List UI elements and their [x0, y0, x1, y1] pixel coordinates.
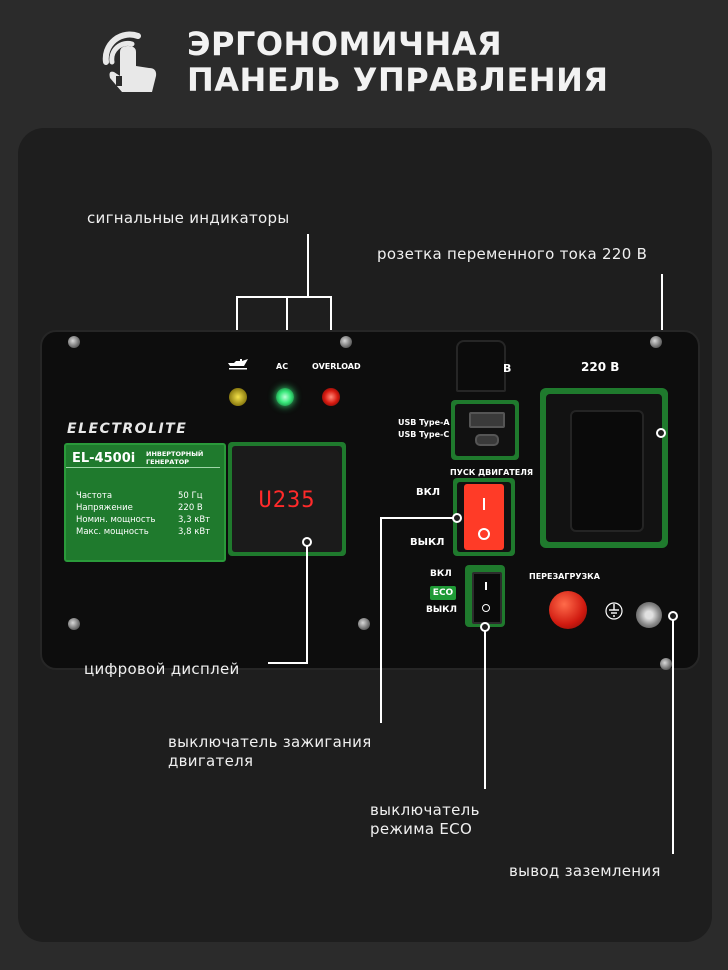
spec-value: 3,8 кВт — [178, 527, 211, 537]
ground-symbol-icon — [605, 602, 623, 620]
usb-a-label: USB Type-A — [398, 418, 450, 427]
spec-value: 220 В — [178, 503, 203, 513]
display-screen: U235 — [232, 446, 342, 552]
model-type-line1: ИНВЕРТОРНЫЙ — [146, 450, 204, 458]
socket-cover[interactable] — [570, 410, 644, 532]
callout-ground: вывод заземления — [509, 862, 661, 880]
callout-eco: выключатель режима ECO — [370, 801, 480, 839]
usb-c-label: USB Type-C — [398, 430, 450, 439]
switch-off-mark — [478, 528, 490, 540]
ac-led — [276, 388, 294, 406]
socket-inner — [546, 394, 662, 542]
usb-a-port[interactable] — [469, 412, 505, 428]
callout-ac-socket: розетка переменного тока 220 В — [377, 245, 648, 263]
callout-line — [236, 296, 332, 298]
overload-led-label: OVERLOAD — [312, 362, 361, 371]
callout-line — [268, 662, 308, 664]
callout-line — [330, 296, 332, 346]
ground-terminal[interactable] — [636, 602, 662, 628]
usb-inner — [455, 404, 515, 456]
eco-on-mark — [485, 582, 487, 590]
usb-cover — [456, 340, 506, 392]
spec-label: Частота — [76, 491, 113, 501]
callout-line — [380, 517, 454, 519]
spec-value: 3,3 кВт — [178, 515, 211, 525]
ignition-off-label: ВЫКЛ — [410, 537, 445, 548]
divider — [66, 467, 220, 468]
title-line2: ПАНЕЛЬ УПРАВЛЕНИЯ — [187, 61, 609, 99]
model-type-line2: ГЕНЕРАТОР — [146, 458, 189, 466]
eco-off-label: ВЫКЛ — [426, 605, 458, 615]
reset-label: ПЕРЕЗАГРУЗКА — [529, 572, 600, 581]
callout-dot — [656, 428, 666, 438]
spec-label: Напряжение — [76, 503, 133, 513]
spec-value: 50 Гц — [178, 491, 203, 501]
screw — [660, 658, 672, 670]
callout-ignition-line1: выключатель зажигания — [168, 733, 372, 751]
callout-display: цифровой дисплей — [84, 660, 240, 678]
callout-line — [307, 234, 309, 298]
display-value: U235 — [258, 488, 316, 513]
ac-socket[interactable] — [540, 388, 668, 548]
callout-ignition: выключатель зажигания двигателя — [168, 733, 372, 771]
callout-ignition-line2: двигателя — [168, 752, 254, 770]
ignition-switch[interactable] — [464, 484, 504, 550]
reset-button[interactable] — [549, 591, 587, 629]
callout-line — [306, 546, 308, 664]
screw — [358, 618, 370, 630]
title-line1: ЭРГОНОМИЧНАЯ — [187, 25, 503, 63]
usb-c-port[interactable] — [475, 434, 499, 446]
usb-partial-label: В — [503, 362, 512, 375]
callout-eco-line2: режима ECO — [370, 820, 473, 838]
callout-line — [236, 296, 238, 346]
callout-line — [484, 631, 486, 789]
screw — [650, 336, 662, 348]
callout-line — [286, 296, 288, 346]
screw — [68, 336, 80, 348]
brand-logo: ELECTROLITE — [67, 421, 188, 437]
oil-can-icon — [228, 359, 248, 370]
eco-on-label: ВКЛ — [430, 569, 452, 579]
switch-on-mark — [483, 498, 485, 510]
model-type: ИНВЕРТОРНЫЙ ГЕНЕРАТОР — [146, 450, 203, 466]
callout-line — [380, 517, 382, 723]
callout-line — [672, 620, 674, 854]
header: ЭРГОНОМИЧНАЯ ПАНЕЛЬ УПРАВЛЕНИЯ — [0, 0, 728, 115]
spec-plate: EL-4500i ИНВЕРТОРНЫЙ ГЕНЕРАТОР Частота 5… — [64, 443, 226, 562]
spec-label: Номин. мощность — [76, 515, 156, 525]
socket-label: 220 В — [581, 360, 620, 374]
screw — [340, 336, 352, 348]
eco-off-mark — [482, 604, 490, 612]
model-name: EL-4500i — [72, 451, 136, 466]
digital-display: U235 — [228, 442, 346, 556]
hand-touch-icon — [102, 31, 157, 92]
usb-ports[interactable] — [451, 400, 519, 460]
start-label: ПУСК ДВИГАТЕЛЯ — [450, 468, 533, 477]
eco-switch[interactable] — [472, 572, 502, 624]
overload-led — [322, 388, 340, 406]
oil-led — [229, 388, 247, 406]
spec-label: Макс. мощность — [76, 527, 149, 537]
page-title: ЭРГОНОМИЧНАЯ ПАНЕЛЬ УПРАВЛЕНИЯ — [187, 26, 609, 98]
eco-badge: ECO — [430, 586, 456, 600]
ignition-on-label: ВКЛ — [416, 487, 441, 498]
ac-led-label: AC — [276, 362, 289, 371]
callout-indicators: сигнальные индикаторы — [87, 209, 290, 227]
screw — [68, 618, 80, 630]
callout-eco-line1: выключатель — [370, 801, 480, 819]
